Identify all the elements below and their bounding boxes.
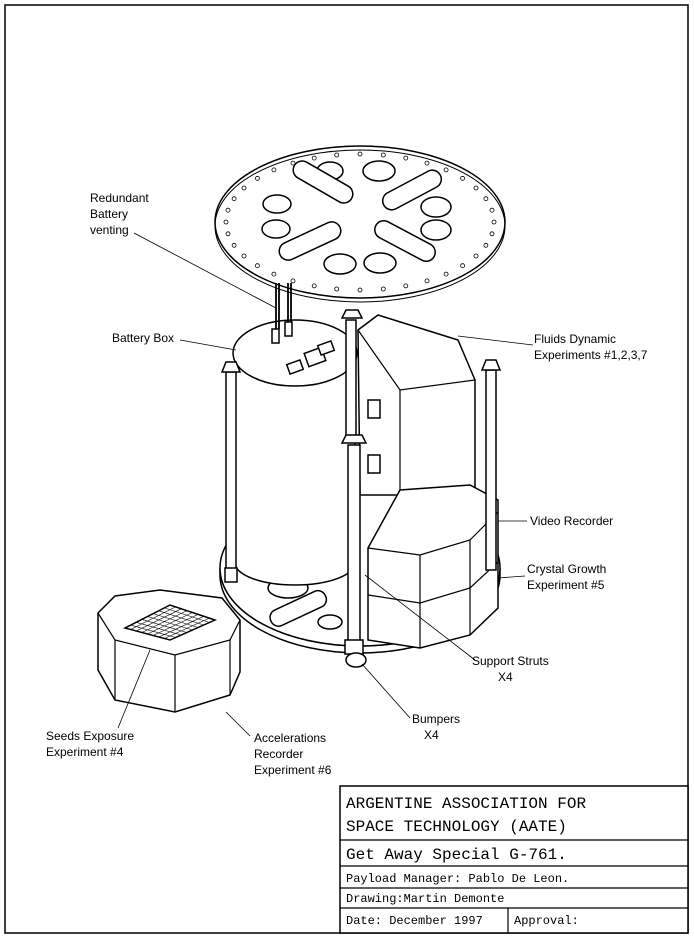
org-line-1: ARGENTINE ASSOCIATION FOR: [346, 795, 586, 813]
seed-tray-grid-line: [164, 617, 210, 639]
seeds-exposure-box: [97, 589, 241, 713]
bolt-hole: [483, 242, 489, 248]
seed-tray-grid-line: [147, 612, 193, 635]
title-block: ARGENTINE ASSOCIATION FOR SPACE TECHNOLO…: [339, 785, 689, 934]
battery-box: [232, 283, 358, 586]
callout-labels: Redundant Battery venting Battery Box Fl…: [46, 191, 648, 777]
bolt-hole: [271, 271, 277, 277]
label-struts-2: X4: [498, 670, 513, 684]
seed-tray-grid-line: [153, 613, 199, 628]
top-plate: [214, 145, 506, 303]
label-crystal-1: Crystal Growth: [527, 562, 606, 576]
bolt-hole: [357, 287, 363, 293]
bolt-hole: [443, 167, 449, 173]
label-crystal-2: Experiment #5: [527, 578, 605, 592]
label-fluids-2: Experiments #1,2,3,7: [534, 348, 648, 362]
seed-tray-grid-line: [152, 614, 199, 636]
label-redundant-2: Battery: [90, 207, 128, 221]
fluids-experiment: [357, 314, 476, 496]
label-bumpers-1: Bumpers: [412, 712, 460, 726]
bolt-hole: [225, 231, 231, 237]
bolt-hole: [491, 219, 497, 225]
bolt-hole: [424, 278, 430, 284]
project-title: Get Away Special G-761.: [346, 846, 567, 864]
bolt-hole: [241, 253, 247, 259]
bolt-hole: [403, 283, 409, 289]
label-battery-box: Battery Box: [112, 331, 174, 345]
label-redundant-3: venting: [90, 223, 129, 237]
leader-lines: [117, 232, 534, 737]
bolt-hole: [254, 175, 260, 181]
bolt-hole: [311, 283, 317, 289]
bolt-hole: [231, 242, 237, 248]
label-redundant-1: Redundant: [90, 191, 149, 205]
bumper: [345, 652, 367, 668]
label-video-recorder: Video Recorder: [530, 514, 613, 528]
bolt-hole: [403, 155, 409, 161]
label-accel-1: Accelerations: [254, 731, 326, 745]
bolt-hole: [483, 196, 489, 202]
seed-tray-grid-line: [158, 616, 204, 638]
label-seeds-2: Experiment #4: [46, 745, 124, 759]
bolt-hole: [473, 253, 479, 259]
label-seeds-1: Seeds Exposure: [46, 729, 134, 743]
support-struts: [220, 309, 502, 668]
bolt-hole: [380, 152, 386, 158]
bolt-hole: [334, 152, 340, 158]
bolt-hole: [489, 207, 495, 213]
label-struts-1: Support Struts: [472, 654, 549, 668]
bolt-hole: [271, 167, 277, 173]
seed-tray-grid-line: [158, 610, 204, 626]
bolt-hole: [443, 271, 449, 277]
bolt-hole: [254, 263, 260, 269]
bolt-hole: [357, 151, 363, 157]
bolt-hole: [231, 196, 237, 202]
bolt-hole: [225, 207, 231, 213]
bolt-hole: [223, 219, 229, 225]
drawing-credit: Drawing:Martin Demonte: [346, 892, 504, 906]
org-line-2: SPACE TECHNOLOGY (AATE): [346, 818, 567, 836]
seed-tray-grid-line: [164, 607, 210, 623]
bolt-hole: [489, 231, 495, 237]
payload-manager: Payload Manager: Pablo De Leon.: [346, 872, 569, 886]
bolt-hole: [290, 160, 296, 166]
bolt-hole: [311, 155, 317, 161]
bolt-hole: [334, 286, 340, 292]
crystal-growth-box: [367, 484, 499, 649]
label-accel-2: Recorder: [254, 747, 303, 761]
drawing-date: Date: December 1997: [346, 914, 483, 928]
bolt-hole: [241, 185, 247, 191]
bolt-hole: [460, 175, 466, 181]
bolt-hole: [460, 263, 466, 269]
bolt-hole: [473, 185, 479, 191]
label-bumpers-2: X4: [424, 728, 439, 742]
label-fluids-1: Fluids Dynamic: [534, 332, 616, 346]
label-accel-3: Experiment #6: [254, 763, 332, 777]
approval: Approval:: [514, 914, 579, 928]
bolt-hole: [380, 286, 386, 292]
bolt-hole: [424, 160, 430, 166]
bolt-hole: [290, 278, 296, 284]
